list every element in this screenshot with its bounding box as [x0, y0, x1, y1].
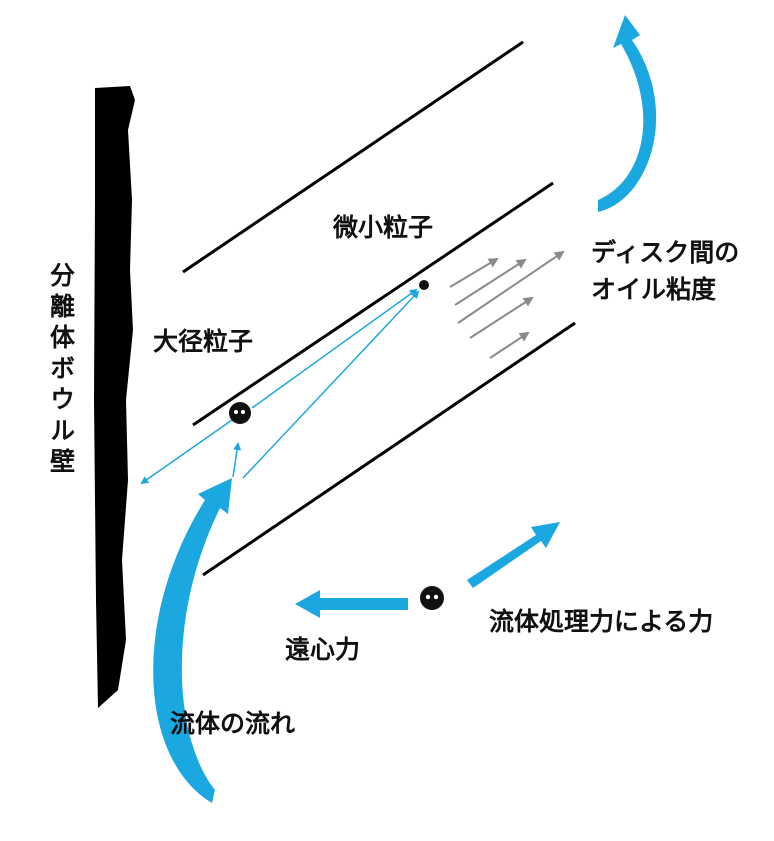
- viscosity-arrows: [449, 250, 565, 359]
- fluid-force-arrow: [467, 522, 560, 588]
- fluid-force-label: 流体処理力による力: [489, 607, 714, 636]
- centrifugal-label: 遠心力: [285, 635, 361, 664]
- disc-upper: [182, 40, 524, 274]
- disc-middle: [192, 181, 554, 427]
- small-particle: [419, 280, 429, 290]
- large-particle: [229, 402, 251, 424]
- centrifugal-arrow: [295, 590, 408, 618]
- viscosity-label-line1: ディスク間の: [591, 238, 740, 267]
- disc-lower: [202, 321, 576, 577]
- bowl-wall: [94, 86, 135, 708]
- flow-arrow-bottom: [153, 478, 232, 803]
- large-particle-label: 大径粒子: [153, 327, 254, 356]
- fluid-flow-label: 流体の流れ: [170, 709, 296, 738]
- particle-paths: [140, 288, 420, 485]
- particle-force-demo: [420, 586, 444, 610]
- viscosity-label-line2: オイル粘度: [591, 275, 717, 304]
- flow-arrow-top: [598, 15, 657, 212]
- bowl-wall-label: 分離体ボウル壁: [46, 262, 76, 479]
- small-particle-label: 微小粒子: [333, 213, 434, 242]
